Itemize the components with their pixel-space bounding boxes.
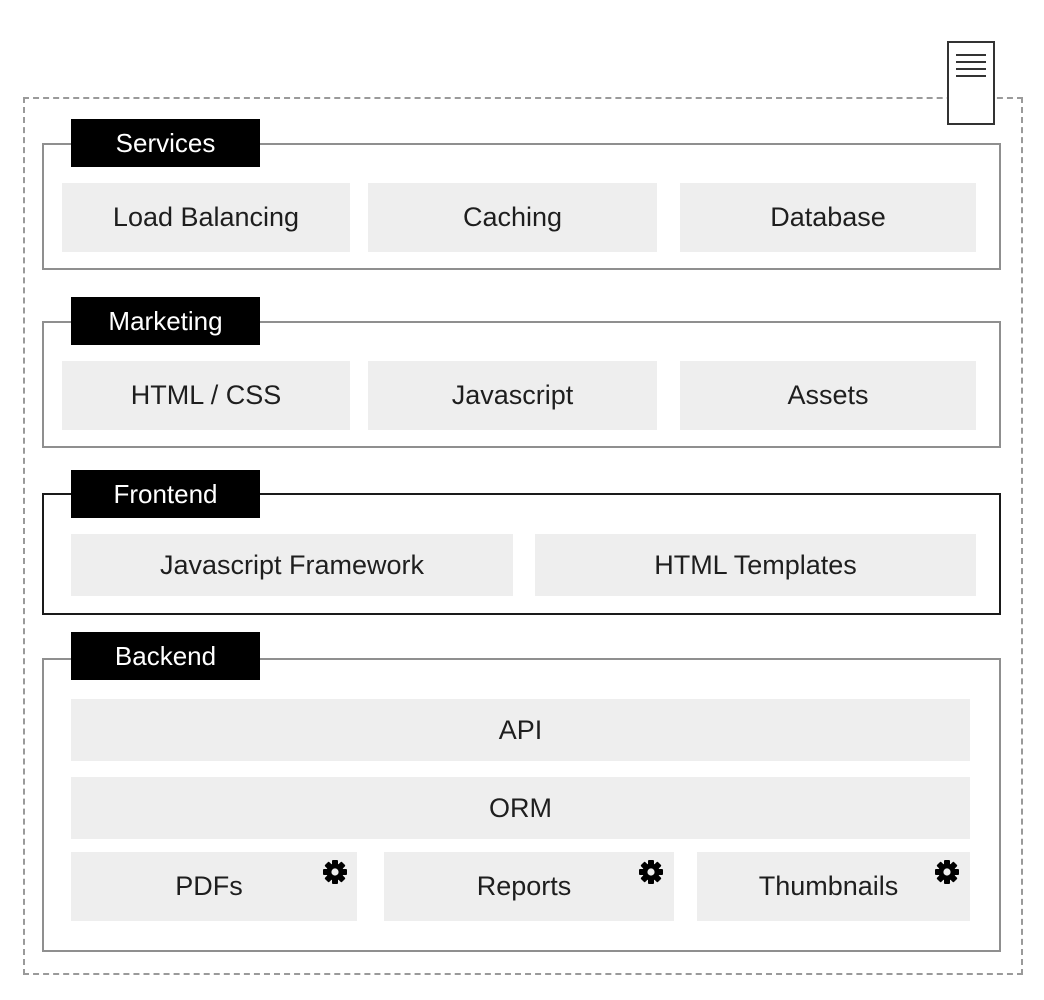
html-css-box: HTML / CSS — [62, 361, 350, 430]
javascript-box: Javascript — [368, 361, 657, 430]
backend-tab: Backend — [71, 632, 260, 680]
api-box: API — [71, 699, 970, 761]
gear-icon — [323, 860, 347, 884]
thumbnails-box: Thumbnails — [697, 852, 970, 921]
backend-panel — [42, 658, 1001, 952]
caching-box: Caching — [368, 183, 657, 252]
server-icon — [947, 41, 995, 125]
marketing-panel — [42, 321, 1001, 448]
load-balancing-box: Load Balancing — [62, 183, 350, 252]
services-panel — [42, 143, 1001, 270]
orm-box: ORM — [71, 777, 970, 839]
reports-box: Reports — [384, 852, 674, 921]
system-boundary — [23, 97, 1023, 975]
frontend-tab: Frontend — [71, 470, 260, 518]
marketing-tab: Marketing — [71, 297, 260, 345]
frontend-panel — [42, 493, 1001, 615]
gear-icon — [935, 860, 959, 884]
javascript-framework-box: Javascript Framework — [71, 534, 513, 596]
services-tab: Services — [71, 119, 260, 167]
gear-icon — [639, 860, 663, 884]
database-box: Database — [680, 183, 976, 252]
assets-box: Assets — [680, 361, 976, 430]
pdfs-box: PDFs — [71, 852, 357, 921]
html-templates-box: HTML Templates — [535, 534, 976, 596]
